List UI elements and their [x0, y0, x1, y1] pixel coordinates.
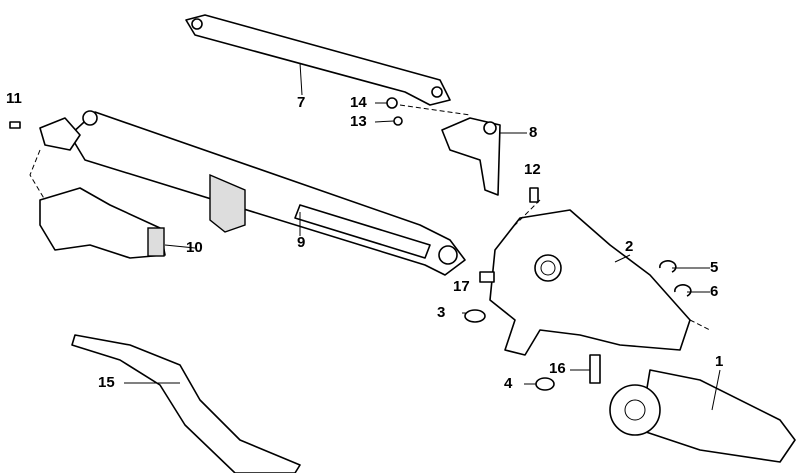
- callout-6: 6: [710, 283, 719, 300]
- part-10-motor[interactable]: [39, 187, 166, 259]
- callout-17: 17: [453, 278, 470, 295]
- callout-14: 14: [350, 94, 367, 111]
- part-5-clip[interactable]: [659, 260, 677, 273]
- callout-5: 5: [710, 259, 719, 276]
- callout-7: 7: [297, 94, 306, 111]
- callout-11: 11: [6, 90, 22, 107]
- part-15-strip[interactable]: [71, 334, 301, 473]
- part-16-bolt[interactable]: [589, 354, 601, 384]
- callout-8: 8: [529, 124, 538, 141]
- part-7-rod[interactable]: [185, 14, 451, 106]
- part-13-washer[interactable]: [393, 116, 403, 126]
- part-8-bracket[interactable]: [441, 117, 501, 196]
- part-4-grommet[interactable]: [535, 377, 555, 391]
- part-2-plate[interactable]: [489, 209, 691, 356]
- leader-lines: [29, 62, 721, 411]
- callout-15: 15: [98, 374, 115, 391]
- callout-2: 2: [625, 238, 634, 255]
- part-9-linkage[interactable]: [39, 110, 466, 276]
- callout-13: 13: [350, 113, 367, 130]
- callout-4: 4: [504, 375, 513, 392]
- part-11-screw[interactable]: [9, 121, 21, 129]
- callout-3: 3: [437, 304, 446, 321]
- part-17-nut[interactable]: [479, 271, 495, 283]
- callout-9: 9: [297, 234, 306, 251]
- part-12-screw[interactable]: [529, 187, 539, 203]
- callout-10: 10: [186, 239, 203, 256]
- callout-12: 12: [524, 161, 541, 178]
- part-1-motor[interactable]: [609, 369, 796, 463]
- part-3-grommet[interactable]: [464, 309, 486, 323]
- callout-1: 1: [715, 353, 724, 370]
- part-6-clip[interactable]: [674, 284, 692, 297]
- callout-16: 16: [549, 360, 566, 377]
- part-14-nut[interactable]: [386, 97, 398, 109]
